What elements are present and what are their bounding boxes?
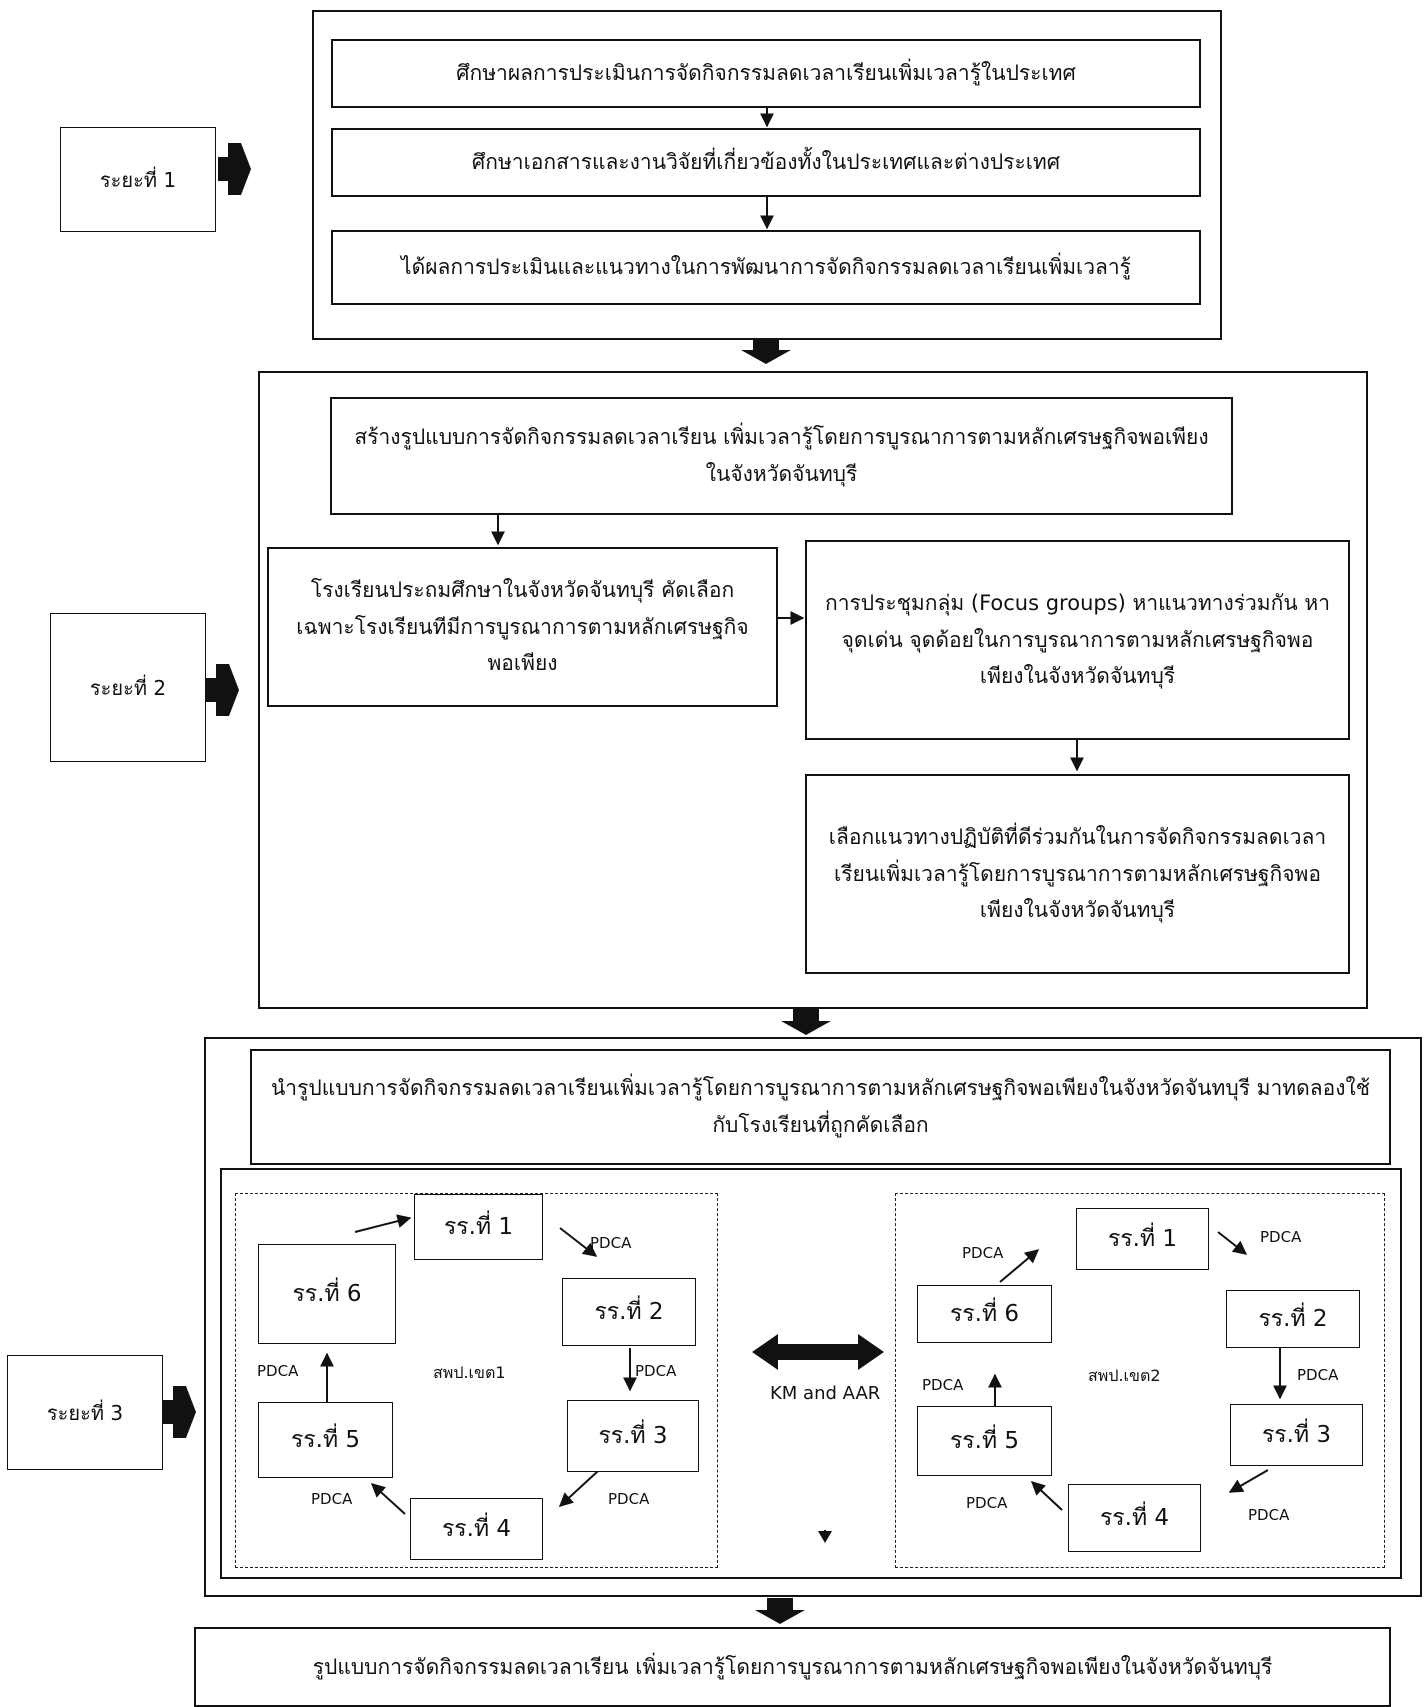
stage2-frame [258,371,1368,1009]
phase-label-3: ระยะที่ 3 [7,1355,163,1470]
cycle2-school-5: รร.ที่ 5 [917,1406,1052,1476]
stage3-frame [204,1037,1422,1597]
block-arrow-phase2 [206,664,239,716]
cycle2-pdca-6: PDCA [962,1244,1004,1262]
stage2-focus-box: การประชุมกลุ่ม (Focus groups) หาแนวทางร่… [805,540,1350,740]
stage1-step3: ได้ผลการประเมินและแนวทางในการพัฒนาการจัด… [331,230,1201,305]
cycle2-pdca-2: PDCA [1297,1366,1339,1384]
arrow-c2-1to2 [1217,1231,1248,1255]
block-arrow-phase1 [218,143,251,195]
cycle1-school-5: รร.ที่ 5 [258,1402,393,1478]
arrow-c2-3to4 [1228,1469,1269,1493]
cycle1-school-4: รร.ที่ 4 [410,1498,543,1560]
cycle1-pdca-2: PDCA [635,1362,677,1380]
block-arrow-down-2 [781,1009,831,1035]
block-arrow-down-1 [741,338,791,364]
result-box: รูปแบบการจัดกิจกรรมลดเวลาเรียน เพิ่มเวลา… [194,1627,1391,1707]
arrow-apply-down [818,1531,832,1543]
cycle1-pdca-3: PDCA [608,1490,650,1508]
cycle1-pdca-5: PDCA [257,1362,299,1380]
cycle2-pdca-5: PDCA [922,1376,964,1394]
arrow-c1-1to2 [559,1227,598,1257]
cycle1-school-6: รร.ที่ 6 [258,1244,396,1344]
stage2-create-box: สร้างรูปแบบการจัดกิจกรรมลดเวลาเรียน เพิ่… [330,397,1233,515]
cycle2-school-4: รร.ที่ 4 [1068,1484,1201,1552]
stage2-select-box: เลือกแนวทางปฏิบัติที่ดีร่วมกันในการจัดกิ… [805,774,1350,974]
stage1-frame [312,10,1222,340]
stage3-inner-frame [220,1168,1402,1579]
cycle2-school-6: รร.ที่ 6 [917,1285,1052,1343]
exchange-label: KM and AAR [770,1383,881,1404]
cycle2-school-3: รร.ที่ 3 [1230,1404,1363,1466]
block-arrow-down-3 [755,1598,805,1624]
cycle1-area-label: สพป.เขต1 [433,1363,506,1382]
cycle1-pdca-1: PDCA [590,1234,632,1252]
cycle2-school-1: รร.ที่ 1 [1076,1208,1209,1270]
stage3-apply-box: นำรูปแบบการจัดกิจกรรมลดเวลาเรียนเพิ่มเวล… [250,1049,1391,1165]
arrow-c2-6to1 [999,1249,1040,1283]
stage2-schools-box: โรงเรียนประถมศึกษาในจังหวัดจันทบุรี คัดเ… [267,547,778,707]
arrow-c2-4to5 [1030,1481,1063,1511]
double-arrow-km [752,1334,884,1370]
cycle1-school-2: รร.ที่ 2 [562,1278,696,1346]
stage1-step2: ศึกษาเอกสารและงานวิจัยที่เกี่ยวข้องทั้งใ… [331,128,1201,197]
arrow-c1-6to1 [354,1214,412,1233]
cycle1-school-1: รร.ที่ 1 [414,1194,543,1260]
cycle2-pdca-3: PDCA [1248,1506,1290,1524]
cycle2-school-2: รร.ที่ 2 [1226,1290,1360,1348]
arrow-c1-4to5 [370,1483,406,1515]
cycle1-school-3: รร.ที่ 3 [567,1400,699,1472]
cycle2-pdca-1: PDCA [1260,1228,1302,1246]
stage1-step1: ศึกษาผลการประเมินการจัดกิจกรรมลดเวลาเรีย… [331,39,1201,108]
block-arrow-phase3 [163,1386,196,1438]
cycle1-pdca-4: PDCA [311,1490,353,1508]
cycle2-area-label: สพป.เขต2 [1088,1366,1161,1385]
cycle-area-1 [235,1193,718,1568]
phase-label-1: ระยะที่ 1 [60,127,216,232]
cycle2-pdca-4: PDCA [966,1494,1008,1512]
phase-label-2: ระยะที่ 2 [50,613,206,762]
cycle-area-2 [895,1193,1385,1568]
